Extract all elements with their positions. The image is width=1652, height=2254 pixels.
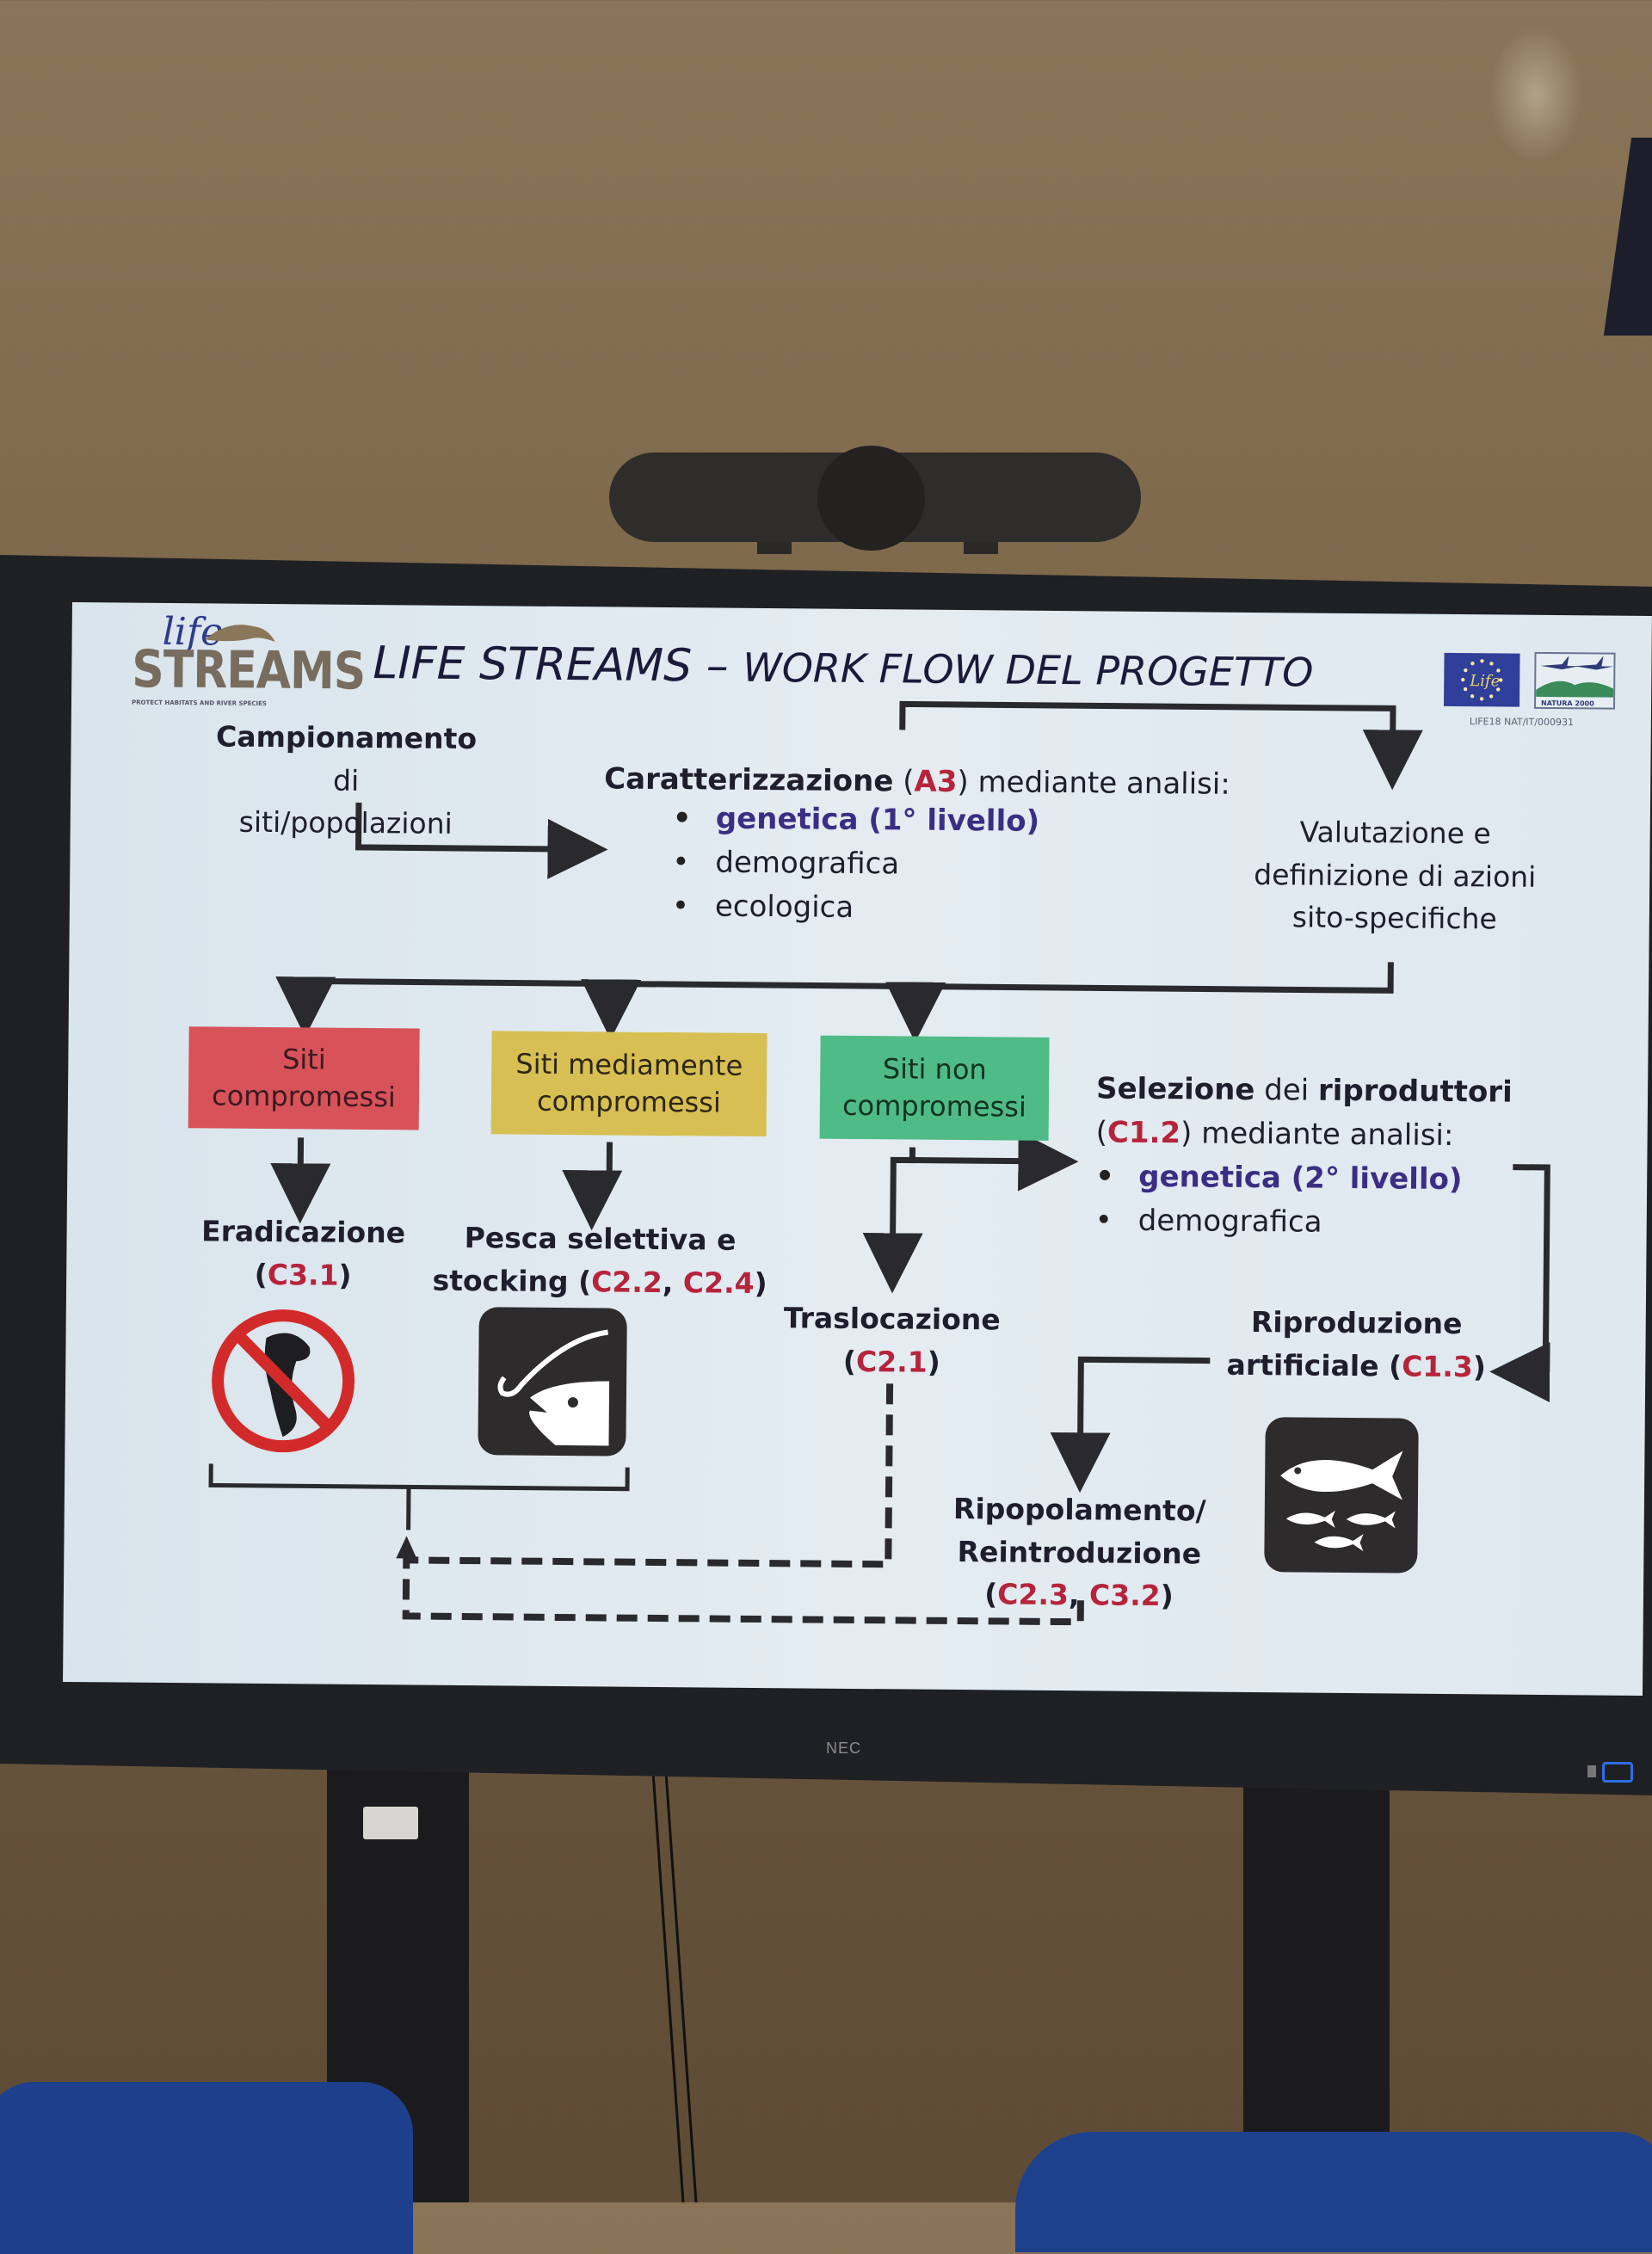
eradication-title: Eradicazione	[187, 1210, 419, 1254]
bullet-item: genetica (1° livello)	[673, 797, 1230, 846]
selection-bullets: genetica (2° livello) demografica	[1095, 1155, 1512, 1246]
code-c3-1: C3.1	[268, 1258, 339, 1292]
sampling-rest: di	[333, 763, 359, 797]
evaluation-line: sito-specifiche	[1223, 896, 1567, 941]
fish-school-icon	[1264, 1417, 1419, 1573]
category-line2: compromessi	[842, 1089, 1026, 1124]
presentation-slide: life STREAMS PROTECT HABITATS AND RIVER …	[63, 602, 1652, 1696]
arrow-selection-to-reproduction	[1511, 1167, 1547, 1372]
arrow-red-to-eradication	[300, 1137, 301, 1193]
power-indicator	[1602, 1762, 1633, 1783]
node-characterization: Caratterizzazione (A3) mediante analisi:…	[603, 761, 1230, 933]
bullet-item: ecologica	[672, 884, 1230, 933]
wall-cable	[1604, 138, 1652, 336]
code-c2-2: C2.2	[591, 1265, 663, 1299]
restocking-line2: Reintroduzione	[950, 1530, 1208, 1574]
code-c2-1: C2.1	[856, 1344, 928, 1378]
category-line1: Siti	[282, 1043, 326, 1075]
merge-bracket	[211, 1463, 627, 1488]
evaluation-line: definizione di azioni	[1223, 853, 1567, 898]
chair-back	[0, 2082, 413, 2254]
sensor	[1587, 1765, 1596, 1777]
reproduction-line1: Riproduzione	[1219, 1301, 1495, 1346]
node-restocking: Ripopolamento/ Reintroduzione (C2.3, C3.…	[950, 1487, 1209, 1617]
fishing-title-line2: stocking	[432, 1263, 568, 1297]
bullet-item: demografica	[1095, 1198, 1512, 1246]
code-c2-3: C2.3	[997, 1577, 1069, 1611]
arrow-characterization-to-evaluation	[902, 704, 1393, 760]
selection-bold1: Selezione	[1096, 1071, 1255, 1107]
fishing-icon	[478, 1307, 626, 1456]
arrow-reproduction-to-restocking	[1080, 1359, 1210, 1463]
node-selection: Selezione dei riproduttori (C1.2) median…	[1095, 1067, 1513, 1246]
category-siti-compromessi: Siti compromessi	[188, 1026, 420, 1130]
arrow-green-to-translocation	[892, 1147, 912, 1263]
fish-group-icon	[1264, 1417, 1419, 1573]
node-selective-fishing: Pesca selettiva e stocking (C2.2, C2.4)	[428, 1216, 773, 1304]
fishing-title-line1: Pesca selettiva e	[428, 1216, 772, 1262]
category-line2: compromessi	[537, 1085, 721, 1119]
reproduction-line2: artificiale	[1226, 1347, 1378, 1383]
category-line2: compromessi	[212, 1079, 396, 1113]
selection-mid: dei	[1254, 1073, 1318, 1108]
no-fish-icon	[209, 1307, 356, 1454]
characterization-bold: Caratterizzazione	[604, 761, 894, 798]
arrow-yellow-to-fishing	[592, 1142, 610, 1200]
return-arrow-head	[396, 1536, 416, 1558]
node-artificial-reproduction: Riproduzione artificiale (C1.3)	[1218, 1301, 1495, 1389]
selection-rest: mediante analisi:	[1192, 1116, 1453, 1153]
code-c3-2: C3.2	[1089, 1578, 1161, 1612]
category-siti-mediamente-compromessi: Siti mediamente compromessi	[491, 1031, 767, 1136]
code-a3: A3	[914, 765, 957, 799]
stand-label-sticker	[363, 1807, 418, 1839]
category-line1: Siti mediamente	[515, 1047, 743, 1081]
characterization-bullets: genetica (1° livello) demografica ecolog…	[672, 797, 1230, 933]
characterization-rest: mediante analisi:	[969, 765, 1230, 802]
bullet-item: demografica	[672, 841, 1230, 890]
hook-fish-icon	[478, 1307, 626, 1456]
chair-back	[1015, 2132, 1652, 2252]
selection-bold2: riproduttori	[1318, 1074, 1513, 1110]
sampling-bold: Campionamento	[216, 719, 477, 755]
code-c1-3: C1.3	[1402, 1349, 1473, 1383]
wall-stain	[1489, 26, 1583, 163]
monitor-brand: NEC	[826, 1740, 861, 1758]
bullet-item: genetica (2° livello)	[1095, 1155, 1512, 1202]
sampling-line2: siti/popolazioni	[239, 805, 453, 841]
node-translocation: Traslocazione (C2.1)	[775, 1296, 1008, 1383]
evaluation-line: Valutazione e	[1224, 810, 1568, 856]
arrow-evaluation-to-categories	[305, 952, 1391, 1016]
node-evaluation: Valutazione e definizione di azioni sito…	[1223, 810, 1568, 941]
code-c2-4: C2.4	[683, 1266, 755, 1300]
category-line1: Siti non	[883, 1052, 987, 1086]
power-cord	[652, 1772, 698, 2202]
node-sampling: Campionamento di siti/popolazioni	[200, 715, 493, 845]
translocation-title: Traslocazione	[776, 1296, 1008, 1341]
node-eradication: Eradicazione (C3.1)	[187, 1210, 420, 1296]
code-c1-2: C1.2	[1107, 1116, 1181, 1151]
webcam-lens	[817, 446, 925, 551]
restocking-line1: Ripopolamento/	[951, 1487, 1209, 1532]
